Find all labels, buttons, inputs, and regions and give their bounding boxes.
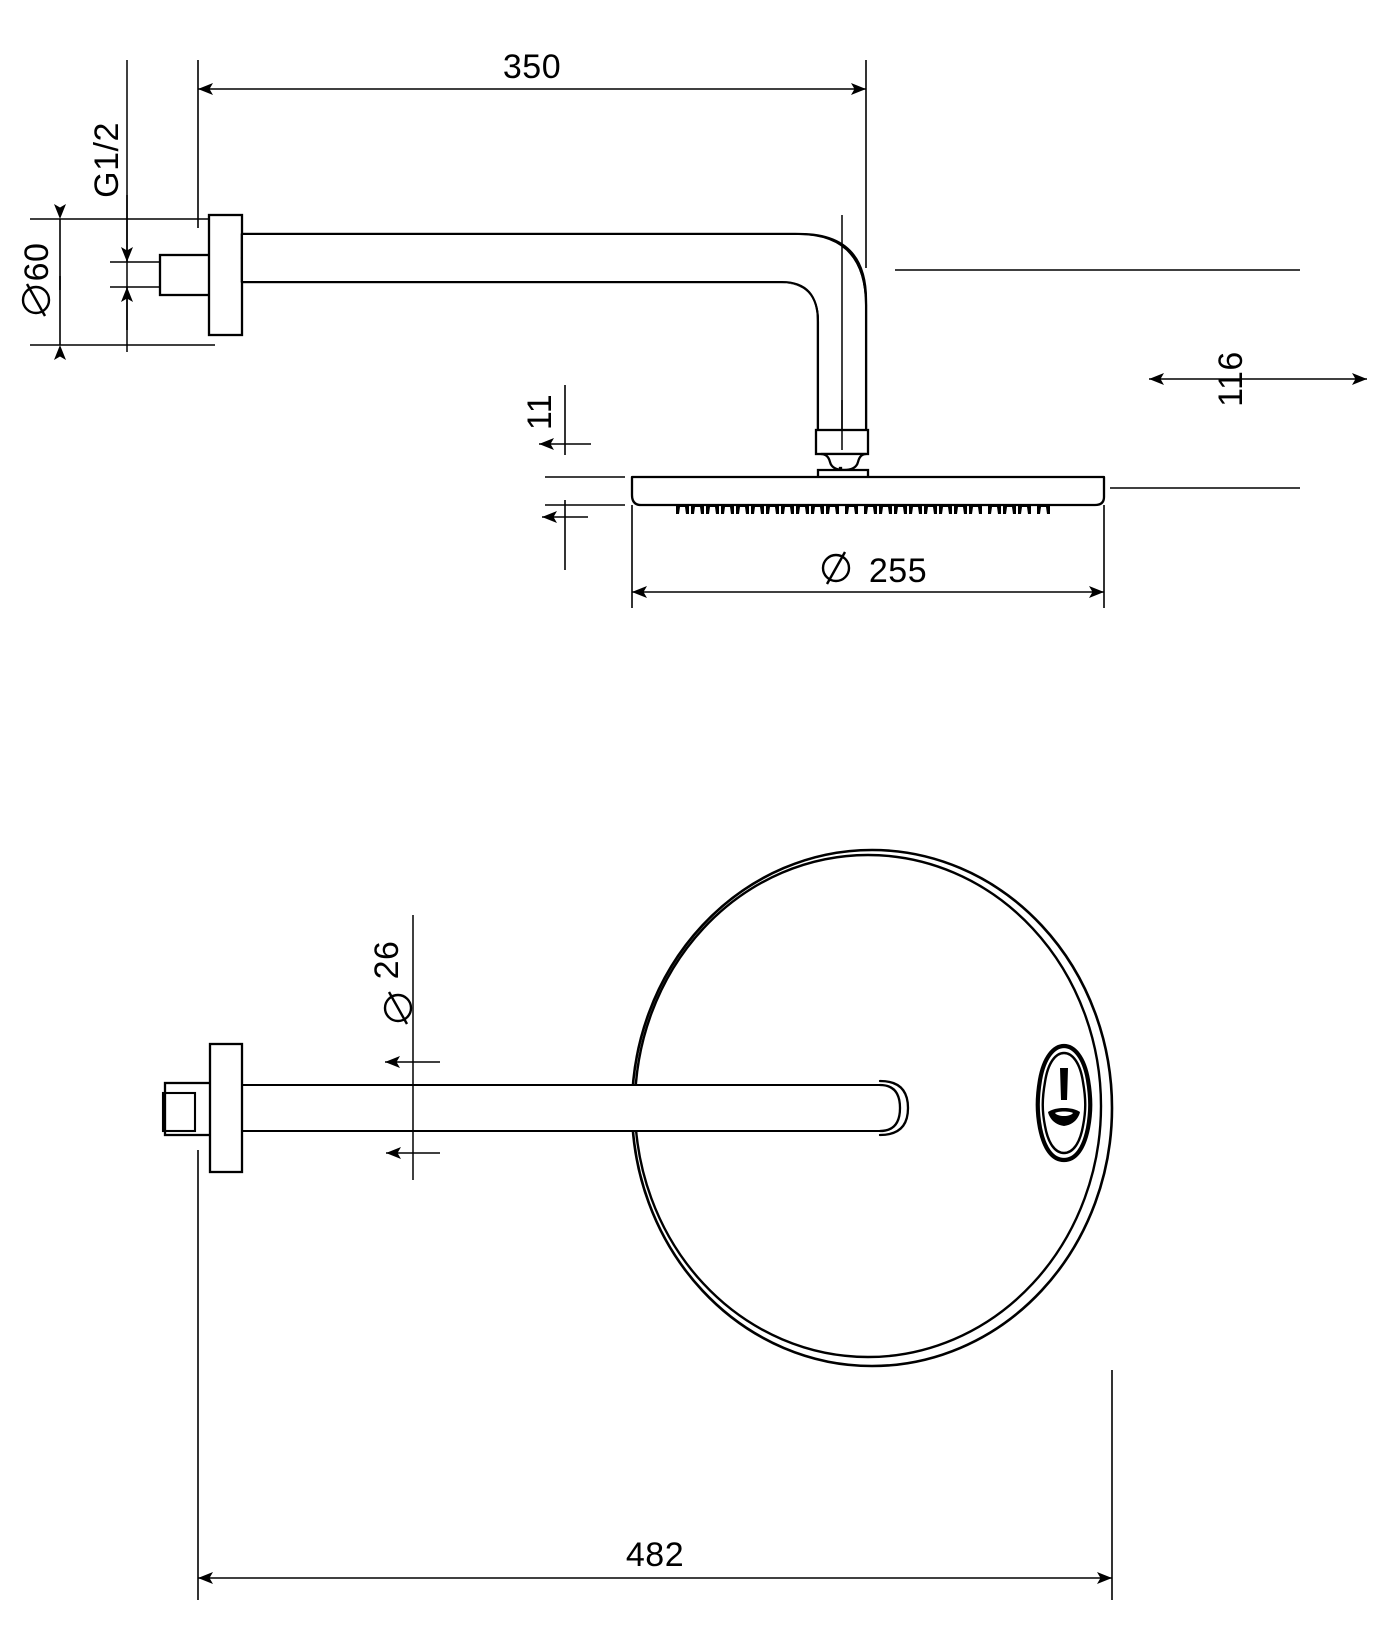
- dim-label-482: 482: [626, 1536, 684, 1574]
- flange-plate: [207, 213, 244, 337]
- dimension-255: 255: [631, 505, 1105, 608]
- nipple-thread-body: [158, 253, 214, 297]
- dimension-flange-60: 60: [18, 204, 215, 360]
- nozzle-teeth-row: [676, 505, 1050, 514]
- shower-arm-plan: [242, 1079, 910, 1137]
- dimension-11: 11: [521, 385, 625, 570]
- dimension-26: 26: [368, 915, 440, 1180]
- dimension-116: 116: [895, 269, 1367, 489]
- dim-label-116: 116: [1212, 351, 1250, 407]
- nipple-body-plan: [163, 1081, 215, 1137]
- wall-flange-plan: [161, 1042, 244, 1174]
- shower-head-body: [630, 475, 1106, 507]
- shower-arm-elbow-side: [240, 232, 868, 437]
- dim-label-26: 26: [368, 941, 406, 980]
- diameter-symbol-26-icon: [383, 991, 413, 1025]
- emblem-crescent-mark: [1048, 1108, 1080, 1126]
- arm-tube-fill-plan: [244, 1085, 880, 1131]
- arm-end-cap-inner: [878, 1083, 902, 1133]
- emblem-bar-mark: [1060, 1068, 1068, 1100]
- joint-waist: [819, 452, 868, 472]
- nipple-thread-plan: [161, 1091, 197, 1133]
- dim-label-60: 60: [18, 243, 56, 282]
- side-elevation-view: 350 G1/2 60: [18, 48, 1367, 608]
- dimension-g-half: G1/2: [88, 60, 165, 352]
- flange-plate-plan: [208, 1042, 244, 1174]
- dim-label-255: 255: [869, 552, 927, 590]
- dim-label-g-half: G1/2: [88, 122, 126, 198]
- emblem-inner-outline: [1041, 1051, 1087, 1155]
- dimension-482: 482: [197, 1150, 1113, 1600]
- dim-label-350: 350: [503, 48, 561, 86]
- manufacturer-emblem: [1035, 1043, 1093, 1163]
- dim-label-11: 11: [521, 394, 559, 430]
- emblem-outer-outline: [1035, 1043, 1093, 1163]
- arm-edge-outer: [240, 232, 868, 437]
- arm-fill: [243, 235, 865, 431]
- emblem-crescent-cut: [1055, 1111, 1073, 1116]
- shower-head-plate-side: [630, 475, 1106, 514]
- dimension-350: 350: [197, 48, 867, 268]
- diameter-symbol-60-icon: [21, 283, 51, 317]
- diameter-symbol-255-icon: [821, 551, 851, 585]
- bottom-plan-view: 26 482: [161, 848, 1114, 1600]
- wall-flange-side: [207, 213, 244, 337]
- arm-edge-inner: [240, 280, 820, 437]
